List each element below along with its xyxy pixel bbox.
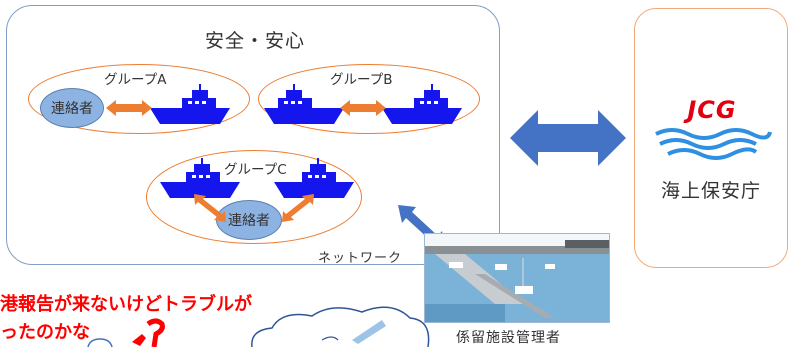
group-c-label: グループC [224,162,287,178]
contact-person-c: 連絡者 [216,200,282,240]
orange-double-arrow-a [106,100,152,116]
concern-text-line2: ったのかな [0,322,90,343]
network-label: ネットワーク [318,251,403,266]
safety-title: 安全・安心 [204,30,305,52]
group-a-ellipse [28,64,250,134]
orange-double-arrow-b [340,100,386,116]
boat-icon-b2 [382,84,462,124]
contact-label: 連絡者 [228,213,270,229]
question-mark-icon [132,318,165,347]
mooring-facility-manager-label: 係留施設管理者 [456,330,561,346]
coast-guard-name: 海上保安庁 [660,180,761,202]
group-b-ellipse [258,64,480,134]
boat-icon-c2 [274,158,354,198]
harbor-image [425,234,609,322]
coast-guard-container [634,8,788,268]
small-cloud-icon [87,338,113,347]
orange-double-arrow-c-right [282,194,314,222]
concern-text-line1: 港報告が来ないけどトラブルが [0,294,252,315]
blue-double-arrow-main [510,110,626,166]
contact-person-a: 連絡者 [40,88,104,128]
boat-icon-a [150,84,230,124]
orange-double-arrow-c-left [194,194,226,222]
group-c-ellipse [146,150,362,244]
jcg-logo: JCG [687,96,737,124]
mooring-facility-photo [424,233,610,323]
boat-icon-c1 [160,158,240,198]
group-b-label: グループB [330,72,393,88]
thought-cloud-icon [251,306,430,347]
safety-group-container [6,5,500,265]
boat-icon-b1 [264,84,344,124]
group-a-label: グループA [104,72,167,88]
contact-label: 連絡者 [51,101,93,117]
jcg-wave-icon [655,128,772,160]
